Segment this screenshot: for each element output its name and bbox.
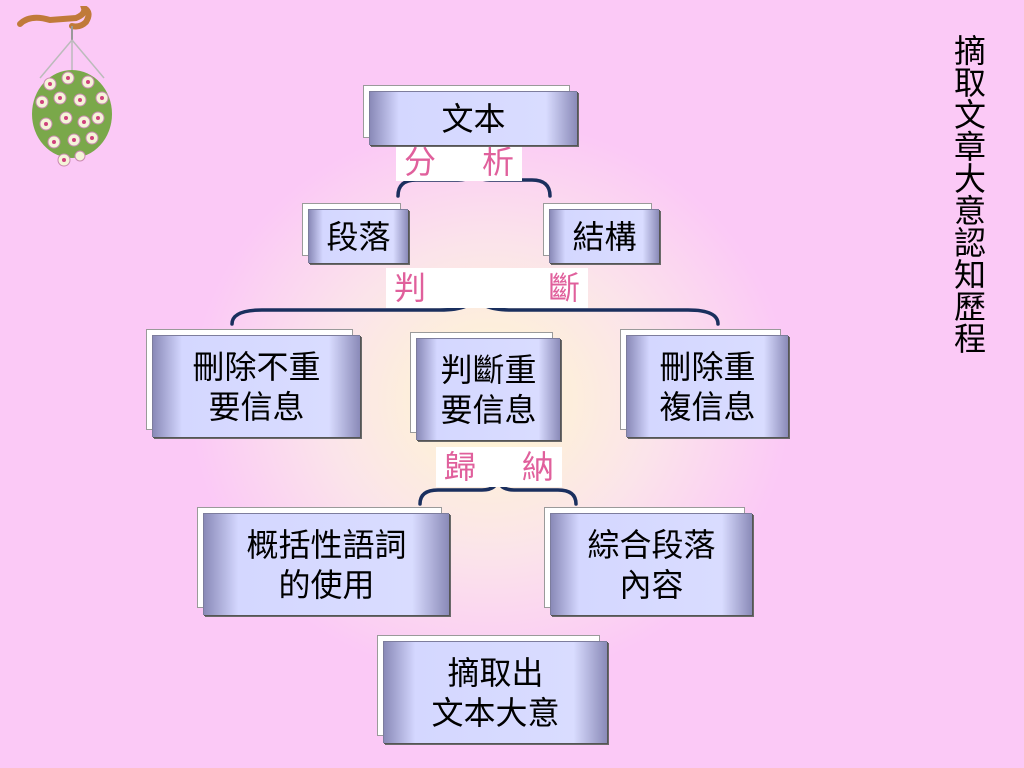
node-combine-paragraphs-line1: 綜合段落 bbox=[587, 525, 716, 564]
node-delete-unimportant-line2: 要信息 bbox=[208, 387, 305, 426]
node-extract-main-idea-line1: 摘取出 bbox=[447, 653, 544, 692]
node-delete-repeated-line1: 刪除重 bbox=[659, 347, 756, 386]
node-structure-label: 結構 bbox=[572, 217, 637, 256]
node-delete-repeated: 刪除重 複信息 bbox=[620, 329, 788, 437]
node-delete-repeated-line2: 複信息 bbox=[659, 387, 756, 426]
label-judge-2: 斷 bbox=[547, 269, 580, 307]
node-delete-unimportant-line1: 刪除不重 bbox=[192, 347, 321, 386]
label-induce: 歸 納 bbox=[436, 447, 562, 487]
node-text: 文本 bbox=[363, 85, 577, 145]
node-text-label: 文本 bbox=[441, 99, 506, 138]
label-induce-2: 納 bbox=[521, 448, 554, 486]
node-combine-paragraphs-line2: 內容 bbox=[619, 565, 684, 604]
node-general-words-line1: 概括性語詞 bbox=[246, 525, 407, 564]
label-analyze-2: 析 bbox=[481, 143, 514, 181]
node-paragraph-label: 段落 bbox=[326, 217, 391, 256]
label-judge: 判 斷 bbox=[386, 268, 588, 308]
node-judge-important-line2: 要信息 bbox=[440, 390, 537, 429]
node-extract-main-idea: 摘取出 文本大意 bbox=[377, 635, 607, 743]
node-paragraph: 段落 bbox=[302, 203, 408, 263]
label-analyze-1: 分 bbox=[404, 143, 437, 181]
node-judge-important-line1: 判斷重 bbox=[440, 350, 537, 389]
label-judge-1: 判 bbox=[394, 269, 427, 307]
node-judge-important: 判斷重 要信息 bbox=[410, 332, 560, 440]
label-induce-1: 歸 bbox=[444, 448, 477, 486]
node-general-words: 概括性語詞 的使用 bbox=[197, 507, 449, 615]
node-extract-main-idea-line2: 文本大意 bbox=[431, 693, 560, 732]
hanging-flower-basket-icon bbox=[17, 6, 112, 167]
label-analyze: 分 析 bbox=[396, 143, 522, 181]
vertical-title: 摘取文章大意認知歷程 bbox=[949, 34, 987, 354]
node-structure: 結構 bbox=[543, 203, 659, 263]
node-combine-paragraphs: 綜合段落 內容 bbox=[544, 507, 752, 615]
node-delete-unimportant: 刪除不重 要信息 bbox=[146, 329, 360, 437]
node-general-words-line2: 的使用 bbox=[278, 565, 375, 604]
